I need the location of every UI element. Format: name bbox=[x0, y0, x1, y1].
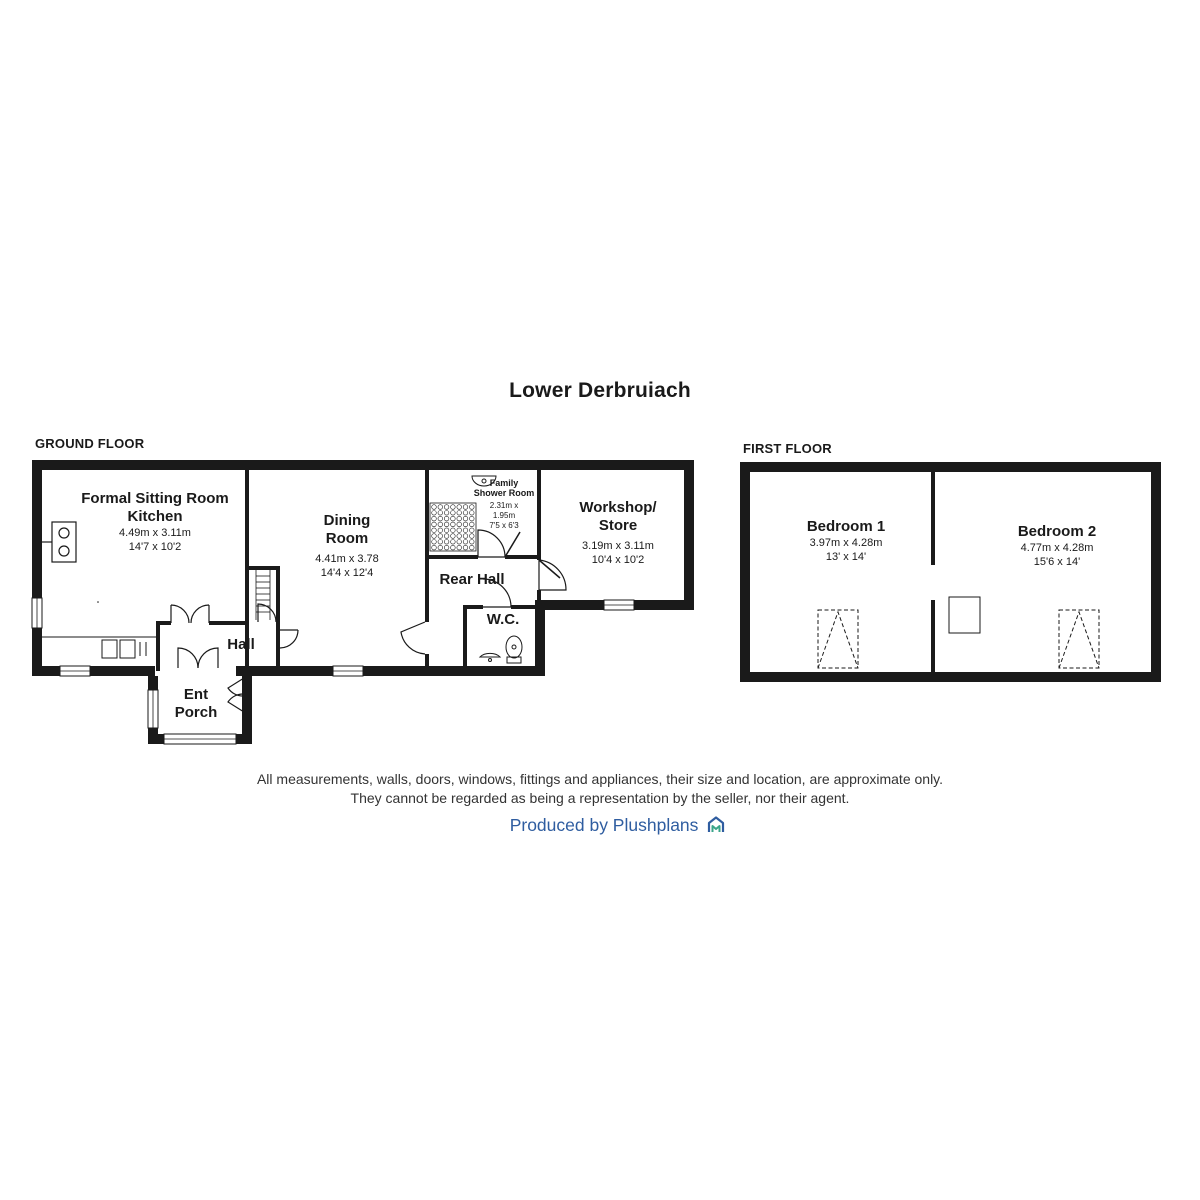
room-name: Kitchen bbox=[127, 508, 183, 525]
disclaimer: All measurements, walls, doors, windows,… bbox=[0, 770, 1200, 808]
room-bedroom-1: Bedroom 1 3.97m x 4.28m 13' x 14' bbox=[780, 518, 912, 565]
disclaimer-line: All measurements, walls, doors, windows,… bbox=[256, 771, 944, 787]
room-name: Room bbox=[325, 530, 369, 547]
room-name: Formal Sitting Room bbox=[81, 490, 229, 507]
room-name: Ent bbox=[183, 686, 209, 703]
disclaimer-line: They cannot be regarded as being a repre… bbox=[350, 789, 850, 806]
room-name: Family bbox=[489, 478, 519, 488]
room-imperial: 7'5 x 6'3 bbox=[489, 520, 519, 530]
room-hall: Hall bbox=[227, 636, 255, 653]
room-metric: 2.31m x bbox=[489, 500, 519, 510]
room-imperial: 13' x 14' bbox=[825, 551, 867, 564]
room-wc: W.C. bbox=[486, 611, 520, 628]
room-imperial: 15'6 x 14' bbox=[1033, 556, 1081, 569]
room-name: Shower Room bbox=[473, 487, 535, 498]
room-metric: 4.77m x 4.28m bbox=[1020, 542, 1094, 554]
room-metric: 3.19m x 3.11m bbox=[582, 540, 654, 552]
credit: Produced by Plushplans bbox=[0, 815, 1200, 838]
room-metric: 4.49m x 3.11m bbox=[119, 527, 191, 539]
credit-text: Produced by Plushplans bbox=[509, 815, 699, 835]
room-imperial: 10'4 x 10'2 bbox=[591, 554, 645, 567]
room-name: Bedroom 2 bbox=[1017, 523, 1097, 540]
room-imperial: 14'4 x 12'4 bbox=[320, 567, 374, 580]
first-floor-label: FIRST FLOOR bbox=[743, 441, 832, 456]
room-sitting-kitchen: Formal Sitting Room Kitchen 4.49m x 3.11… bbox=[60, 490, 250, 555]
room-name: Bedroom 1 bbox=[806, 518, 886, 535]
room-name: Workshop/ bbox=[579, 499, 657, 516]
room-name: Store bbox=[598, 517, 638, 534]
room-shower: Family Shower Room 2.31m x 1.95m 7'5 x 6… bbox=[467, 478, 541, 531]
room-metric: 3.97m x 4.28m bbox=[809, 537, 883, 549]
room-rear-hall: Rear Hall bbox=[439, 571, 505, 588]
room-name: Dining bbox=[323, 512, 371, 529]
ground-floor-label: GROUND FLOOR bbox=[35, 436, 145, 451]
room-dining: Dining Room 4.41m x 3.78 14'4 x 12'4 bbox=[287, 512, 407, 581]
room-bedroom-2: Bedroom 2 4.77m x 4.28m 15'6 x 14' bbox=[990, 523, 1124, 570]
plushplans-house-icon bbox=[707, 816, 725, 838]
room-workshop: Workshop/ Store 3.19m x 3.11m 10'4 x 10'… bbox=[556, 499, 680, 568]
room-ent-porch: Ent Porch bbox=[162, 686, 230, 722]
room-imperial: 14'7 x 10'2 bbox=[128, 541, 182, 554]
room-metric: 1.95m bbox=[492, 510, 516, 520]
page-title: Lower Derbruiach bbox=[509, 379, 691, 402]
room-metric: 4.41m x 3.78 bbox=[315, 553, 379, 565]
room-name: Porch bbox=[174, 704, 218, 721]
